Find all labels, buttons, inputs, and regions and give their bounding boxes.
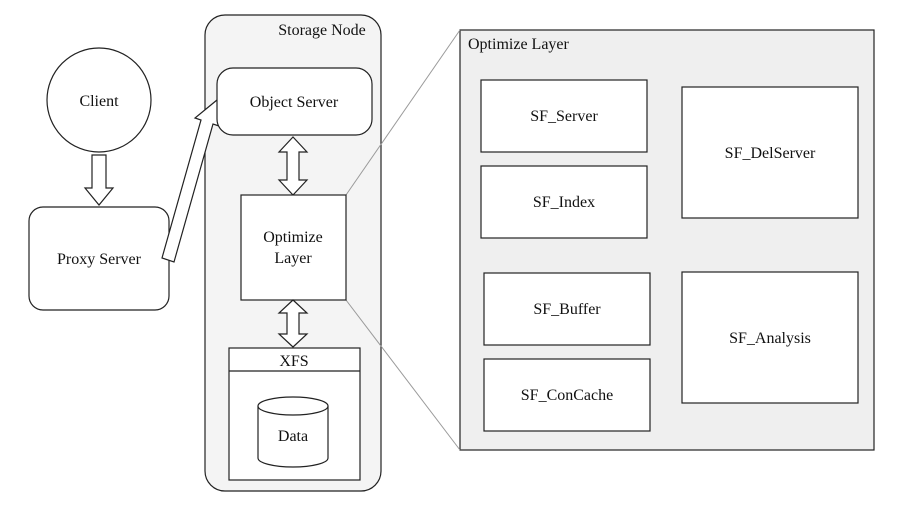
module-sf-buffer-label: SF_Buffer [533, 301, 601, 318]
xfs-label: XFS [279, 353, 308, 370]
module-sf-index [480, 165, 648, 239]
module-sf-delserver [681, 86, 859, 219]
module-sf-buffer [483, 272, 651, 346]
optimize-layer-label-line2: Layer [274, 250, 312, 267]
module-sf-concache [483, 358, 651, 432]
module-sf-analysis-label: SF_Analysis [729, 330, 811, 347]
proxy-server-label: Proxy Server [57, 251, 142, 268]
optimize-layer-label-line1: Optimize [263, 229, 323, 246]
optimize-layer-node [240, 194, 347, 301]
arrow-client-to-proxy [83, 154, 115, 206]
data-label: Data [278, 428, 308, 445]
module-sf-index-label: SF_Index [533, 194, 595, 211]
client-node [46, 47, 152, 153]
module-sf-server-label: SF_Server [530, 108, 598, 125]
arrow-optimize-xfs [277, 299, 309, 348]
storage-node-label: Storage Node [278, 22, 366, 39]
data-cylinder-icon [257, 396, 329, 468]
module-sf-analysis [681, 271, 859, 404]
client-label: Client [79, 93, 119, 110]
zoom-line-top [345, 29, 461, 196]
zoom-line-bottom [345, 299, 461, 451]
object-server-node [216, 67, 373, 136]
object-server-label: Object Server [250, 94, 339, 111]
optimize-layer-panel-title: Optimize Layer [468, 36, 570, 53]
module-sf-delserver-label: SF_DelServer [725, 145, 816, 162]
module-sf-server [480, 79, 648, 153]
module-sf-concache-label: SF_ConCache [521, 387, 613, 404]
